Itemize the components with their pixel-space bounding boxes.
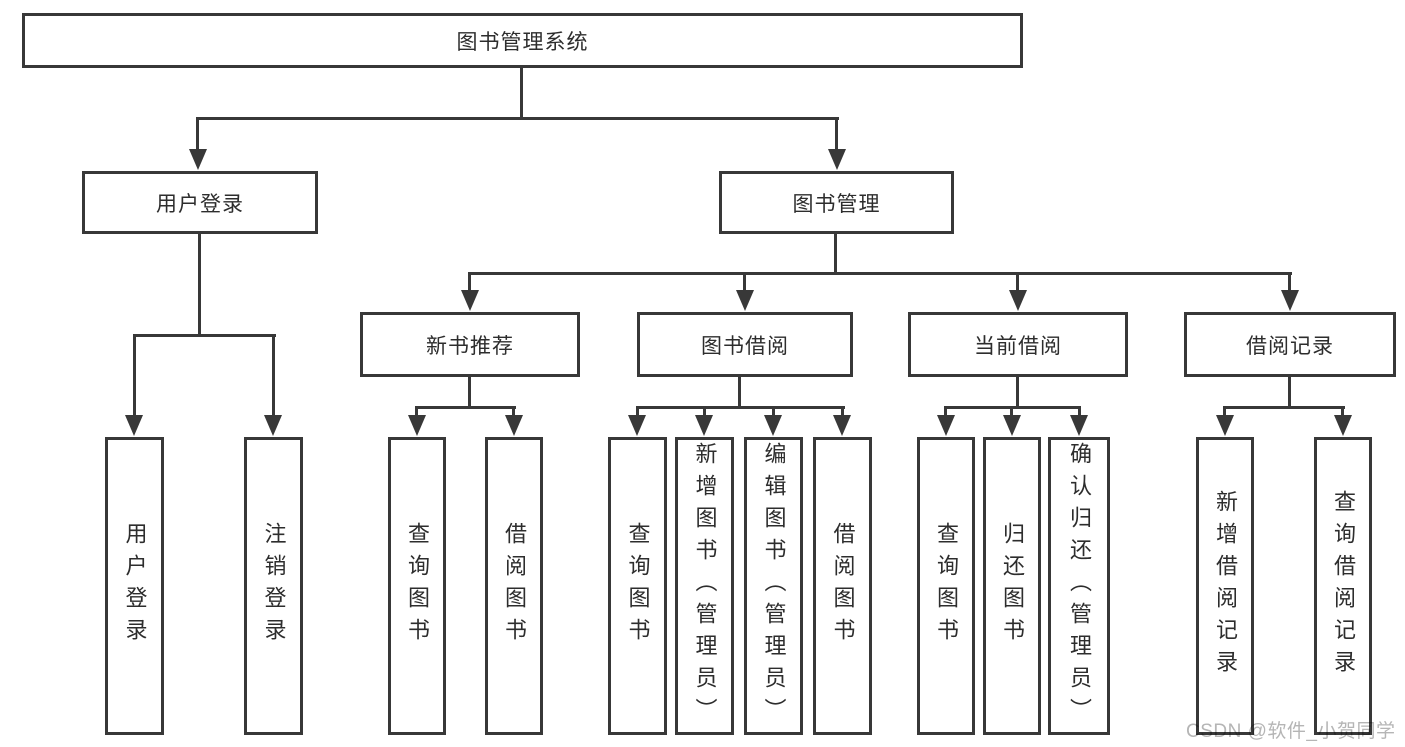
- connector-drop-c2: [703, 406, 706, 417]
- leaf-query-books-borrow: 查询图书: [608, 437, 667, 735]
- connector-new-books-hline: [415, 406, 516, 409]
- arrowhead-records: [1281, 290, 1299, 311]
- arrowhead-user-login: [189, 149, 207, 170]
- connector-borrow-hline: [636, 406, 845, 409]
- connector-book-mgmt-stub: [834, 233, 837, 274]
- connector-drop-e1: [1223, 406, 1226, 417]
- arrowhead-new-books: [461, 290, 479, 311]
- connector-drop-b1: [415, 406, 418, 417]
- connector-drop-b2: [512, 406, 515, 417]
- connector-records-hline: [1223, 406, 1345, 409]
- arrowhead-login: [125, 415, 143, 436]
- connector-drop-e2: [1341, 406, 1344, 417]
- node-new-books: 新书推荐: [360, 312, 580, 377]
- leaf-return-books-label: 归还图书: [1000, 522, 1025, 650]
- leaf-user-login-label: 用户登录: [122, 522, 148, 650]
- leaf-borrow-books-newbooks-label: 借阅图书: [502, 522, 527, 650]
- arrowhead-b1: [408, 415, 426, 436]
- connector-user-login-stub: [198, 233, 201, 336]
- leaf-logout: 注销登录: [244, 437, 303, 735]
- connector-drop-book-mgmt: [835, 117, 838, 150]
- arrowhead-e2: [1334, 415, 1352, 436]
- arrowhead-b2: [505, 415, 523, 436]
- leaf-edit-books-admin-label: 编辑图书（管理员）: [761, 442, 787, 730]
- node-records: 借阅记录: [1184, 312, 1396, 377]
- connector-current-stub: [1016, 376, 1019, 408]
- connector-drop-d2: [1010, 406, 1013, 417]
- arrowhead-c4: [833, 415, 851, 436]
- connector-drop-c1: [636, 406, 639, 417]
- arrowhead-d3: [1070, 415, 1088, 436]
- node-borrow: 图书借阅: [637, 312, 853, 377]
- node-borrow-label: 图书借阅: [701, 334, 789, 358]
- leaf-add-borrow-record: 新增借阅记录: [1196, 437, 1254, 735]
- node-root-label: 图书管理系统: [456, 30, 589, 54]
- arrowhead-d2: [1003, 415, 1021, 436]
- connector-user-login-hline: [133, 334, 276, 337]
- leaf-add-books-admin-label: 新增图书（管理员）: [692, 442, 718, 730]
- watermark: CSDN @软件_小贺同学: [1186, 721, 1396, 742]
- leaf-query-books-newbooks: 查询图书: [388, 437, 446, 735]
- node-new-books-label: 新书推荐: [426, 334, 514, 358]
- connector-drop-borrow: [743, 272, 746, 292]
- leaf-confirm-return-admin: 确认归还（管理员）: [1048, 437, 1110, 735]
- connector-root-stub: [520, 67, 523, 119]
- leaf-query-books-current: 查询图书: [917, 437, 975, 735]
- connector-root-hline: [196, 117, 839, 120]
- leaf-query-books-current-label: 查询图书: [934, 522, 959, 650]
- connector-drop-records: [1288, 272, 1291, 292]
- arrowhead-borrow: [736, 290, 754, 311]
- leaf-borrow-books-borrow: 借阅图书: [813, 437, 872, 735]
- connector-records-stub: [1288, 376, 1291, 408]
- leaf-add-borrow-record-label: 新增借阅记录: [1213, 490, 1238, 682]
- node-current-label: 当前借阅: [974, 334, 1062, 358]
- leaf-edit-books-admin: 编辑图书（管理员）: [744, 437, 803, 735]
- leaf-logout-label: 注销登录: [261, 522, 287, 650]
- node-user-login-label: 用户登录: [156, 192, 244, 216]
- connector-drop-user-login: [196, 117, 199, 150]
- leaf-query-books-borrow-label: 查询图书: [625, 522, 651, 650]
- leaf-return-books: 归还图书: [983, 437, 1041, 735]
- arrowhead-c2: [695, 415, 713, 436]
- connector-drop-current: [1016, 272, 1019, 292]
- arrowhead-d1: [937, 415, 955, 436]
- leaf-query-books-newbooks-label: 查询图书: [405, 522, 430, 650]
- node-records-label: 借阅记录: [1246, 334, 1334, 358]
- connector-drop-new-books: [468, 272, 471, 292]
- connector-new-books-stub: [468, 376, 471, 408]
- arrowhead-current: [1009, 290, 1027, 311]
- arrowhead-e1: [1216, 415, 1234, 436]
- arrowhead-c3: [764, 415, 782, 436]
- arrowhead-c1: [628, 415, 646, 436]
- leaf-query-borrow-record-label: 查询借阅记录: [1331, 490, 1356, 682]
- leaf-borrow-books-borrow-label: 借阅图书: [830, 522, 856, 650]
- connector-drop-c4: [841, 406, 844, 417]
- connector-drop-c3: [772, 406, 775, 417]
- node-root-system: 图书管理系统: [22, 13, 1023, 68]
- connector-borrow-stub: [738, 376, 741, 408]
- leaf-query-borrow-record: 查询借阅记录: [1314, 437, 1372, 735]
- arrowhead-book-mgmt: [828, 149, 846, 170]
- leaf-borrow-books-newbooks: 借阅图书: [485, 437, 543, 735]
- leaf-confirm-return-admin-label: 确认归还（管理员）: [1067, 442, 1092, 730]
- node-current: 当前借阅: [908, 312, 1128, 377]
- arrowhead-logout: [264, 415, 282, 436]
- node-user-login: 用户登录: [82, 171, 318, 234]
- node-book-mgmt: 图书管理: [719, 171, 954, 234]
- connector-drop-login: [133, 334, 136, 417]
- leaf-add-books-admin: 新增图书（管理员）: [675, 437, 734, 735]
- connector-drop-logout: [272, 334, 275, 417]
- connector-book-mgmt-hline: [468, 272, 1292, 275]
- connector-drop-d1: [944, 406, 947, 417]
- connector-drop-d3: [1078, 406, 1081, 417]
- leaf-user-login: 用户登录: [105, 437, 164, 735]
- node-book-mgmt-label: 图书管理: [792, 192, 881, 216]
